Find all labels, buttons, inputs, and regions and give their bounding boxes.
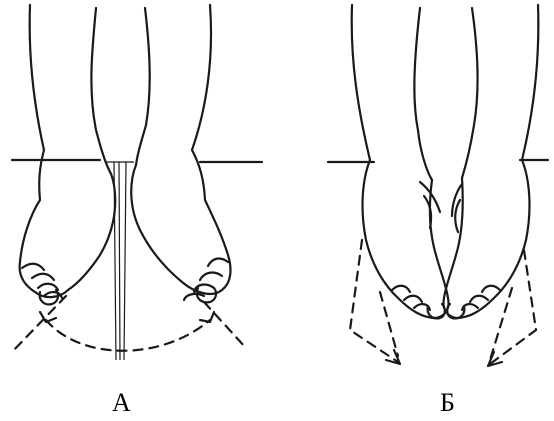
panel-b-drawing	[328, 5, 548, 366]
panel-b-left-foot-axis	[380, 292, 398, 356]
panel-b-right-leg	[462, 5, 538, 178]
panel-a-right-leg	[136, 5, 211, 165]
panel-b-label: Б	[440, 390, 455, 416]
panel-a-right-axis	[204, 302, 246, 348]
panel-a-center-lines	[106, 162, 134, 360]
panel-b-left-leg	[352, 5, 432, 180]
panel-a-left-leg	[30, 5, 110, 172]
panel-a-left-axis	[12, 296, 66, 352]
panel-b-right-foot	[444, 160, 530, 318]
panel-b-table-line	[328, 160, 548, 162]
panel-b-right-deviation-arrow	[490, 250, 536, 364]
panel-a-arc-arrow-right	[200, 312, 214, 322]
panel-b-left-deviation-arrow	[350, 240, 398, 362]
panel-b-left-foot	[363, 160, 449, 318]
panel-a-left-foot	[20, 150, 116, 297]
panel-a-angle-arc	[46, 320, 210, 351]
panel-a-label: А	[112, 390, 131, 416]
panel-a-drawing	[12, 5, 262, 360]
panel-a-left-toes	[22, 264, 62, 298]
